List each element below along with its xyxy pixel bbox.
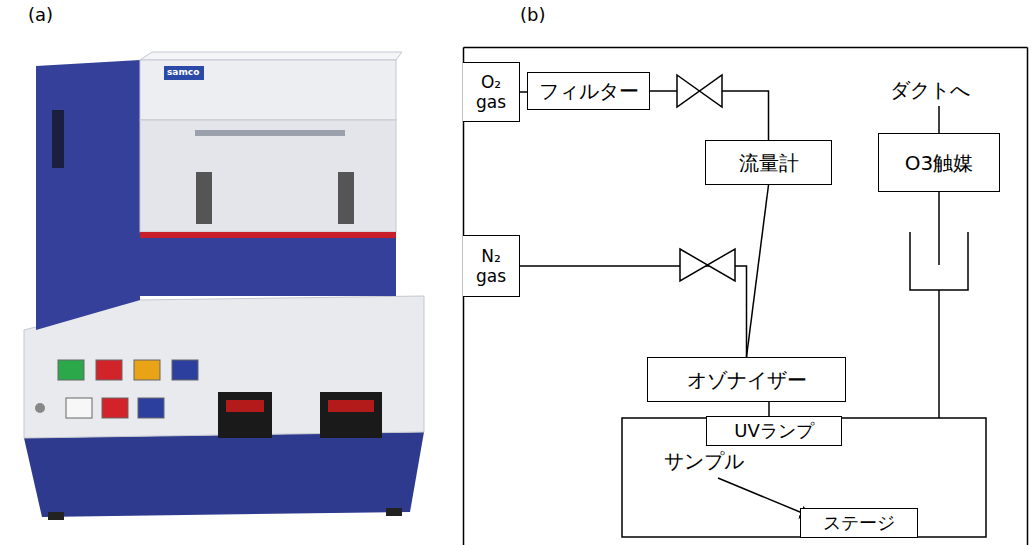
control-panel bbox=[24, 296, 424, 438]
panel-button bbox=[102, 398, 128, 418]
panel-button bbox=[172, 360, 198, 380]
node-text: フィルター bbox=[539, 79, 639, 103]
lid bbox=[140, 60, 396, 120]
catalyst-box: O3触媒 bbox=[878, 133, 1000, 192]
node-text: UVランプ bbox=[734, 420, 814, 442]
panel-label: (b) bbox=[520, 4, 545, 26]
door-handle bbox=[195, 130, 345, 136]
machine-foot bbox=[48, 512, 64, 520]
panel-button bbox=[138, 398, 164, 418]
panel-button bbox=[134, 360, 160, 380]
logo-badge bbox=[164, 66, 204, 80]
chamber-door bbox=[140, 120, 396, 232]
node-text: O3触媒 bbox=[905, 151, 973, 175]
sample-label: サンプル bbox=[664, 449, 744, 473]
door-latch bbox=[338, 172, 354, 224]
body-band bbox=[140, 238, 396, 296]
stripper-photo bbox=[24, 52, 424, 520]
panel-button bbox=[58, 360, 84, 380]
left-tower bbox=[36, 60, 140, 330]
duct-leader bbox=[938, 106, 940, 133]
controller-display bbox=[218, 392, 272, 438]
node-text: 流量計 bbox=[739, 151, 799, 175]
timer-display bbox=[320, 392, 382, 438]
gas-line bbox=[520, 91, 527, 93]
frame-line bbox=[1027, 48, 1029, 545]
gas-source: O₂ gas bbox=[463, 62, 520, 122]
display-readout bbox=[328, 400, 374, 412]
exhaust-pipe bbox=[938, 192, 940, 265]
panel-label: (a) bbox=[28, 4, 53, 26]
brand-logo: samco bbox=[167, 67, 199, 78]
stage-box: ステージ bbox=[800, 508, 918, 538]
display-readout bbox=[226, 400, 264, 412]
sample-leader bbox=[718, 478, 812, 517]
valve-symbol bbox=[680, 249, 735, 281]
panel-button bbox=[96, 360, 122, 380]
machine-foot bbox=[386, 508, 402, 516]
ozonizer-box: オゾナイザー bbox=[647, 357, 846, 402]
process-chamber bbox=[622, 418, 986, 537]
red-stripe bbox=[140, 232, 396, 238]
machine-base bbox=[24, 432, 424, 517]
uv-lamp-box: UVランプ bbox=[706, 416, 842, 446]
door-latch bbox=[196, 172, 212, 224]
exhaust-hood bbox=[910, 232, 968, 290]
lid-top bbox=[140, 52, 402, 60]
node-text: O₂ gas bbox=[476, 72, 506, 113]
key-switch bbox=[35, 403, 45, 413]
gas-line bbox=[520, 266, 747, 357]
exhaust-pipe bbox=[938, 290, 940, 418]
handle-slot bbox=[52, 110, 64, 168]
node-text: N₂ gas bbox=[476, 246, 506, 287]
frame-line bbox=[464, 47, 1028, 49]
panel-button bbox=[66, 398, 92, 418]
duct-label: ダクトへ bbox=[890, 78, 970, 102]
gas-source: N₂ gas bbox=[463, 235, 520, 297]
schematic-frame bbox=[464, 48, 1028, 545]
valve-symbol bbox=[677, 75, 722, 107]
node-text: オゾナイザー bbox=[687, 368, 807, 392]
flowmeter-box: 流量計 bbox=[705, 140, 832, 185]
gas-line bbox=[747, 185, 769, 357]
filter-box: フィルター bbox=[527, 72, 650, 110]
node-text: ステージ bbox=[823, 512, 895, 534]
